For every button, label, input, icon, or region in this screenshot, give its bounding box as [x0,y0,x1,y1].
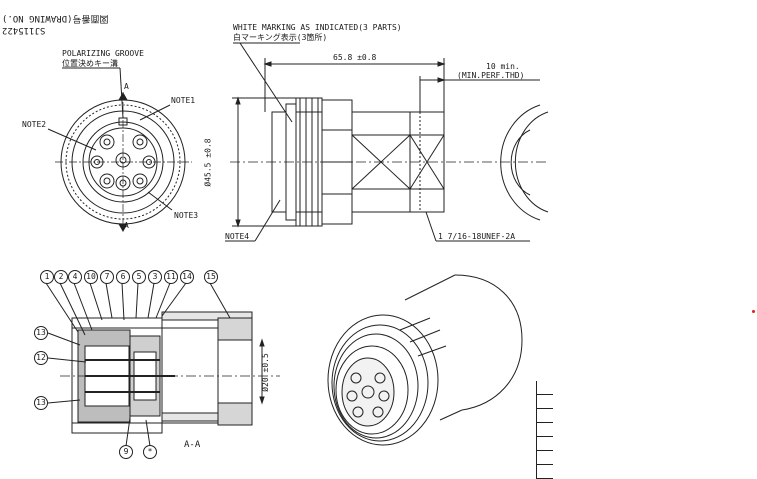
red-marker-dot [752,310,755,313]
side-view [225,42,549,242]
callout-4: 4 [68,270,82,284]
thread-spec-label: 1 7/16-18UNEF-2A [438,232,516,241]
inner-diameter-dimension: Ø20 ±0.5 [260,353,270,392]
title-block-row [537,437,553,451]
callout-13-upper: 13 [34,326,48,340]
callout-2: 2 [54,270,68,284]
title-block-row [537,423,553,437]
polarizing-groove-label-en: POLARIZING GROOVE [62,49,144,58]
front-view [47,67,192,233]
note1-label: NOTE1 [171,96,196,105]
callout-11: 11 [164,270,178,284]
length-dimension: 65.8 ±0.8 [333,53,377,62]
callout-7: 7 [100,270,114,284]
title-block-row [537,409,553,423]
section-view [45,282,280,447]
callout-5: 5 [132,270,146,284]
section-caption: A-A [184,440,201,450]
callout-10: 10 [84,270,98,284]
diameter-dimension: Ø45.5 ±0.8 [203,138,213,187]
title-block-row [537,465,553,479]
marking-note-en: WHITE MARKING AS INDICATED(3 PARTS) [233,23,402,32]
note2-label: NOTE2 [22,120,47,129]
callout-15: 15 [204,270,218,284]
callout-asterisk: * [143,445,157,459]
title-block-row [537,395,553,409]
callout-6: 6 [116,270,130,284]
callout-14: 14 [180,270,194,284]
callout-12: 12 [34,351,48,365]
callout-9: 9 [119,445,133,459]
polarizing-groove-label-ja: 位置決めキー溝 [62,59,118,68]
section-marker-bottom: A [124,221,129,230]
title-block-strip [536,381,553,479]
isometric-view [327,274,523,446]
thread-min-dimension: 10 min. [486,62,520,71]
note4-label: NOTE4 [225,232,250,241]
thread-perf-note: (MIN.PERF.THD) [457,71,525,80]
callout-1: 1 [40,270,54,284]
note3-label: NOTE3 [174,211,199,220]
marking-note-ja: 白マーキング表示(3箇所) [233,33,328,42]
title-block-row [537,381,553,395]
section-marker-top: A [124,82,129,91]
callout-13-lower: 13 [34,396,48,410]
callout-3: 3 [148,270,162,284]
title-block-row [537,451,553,465]
